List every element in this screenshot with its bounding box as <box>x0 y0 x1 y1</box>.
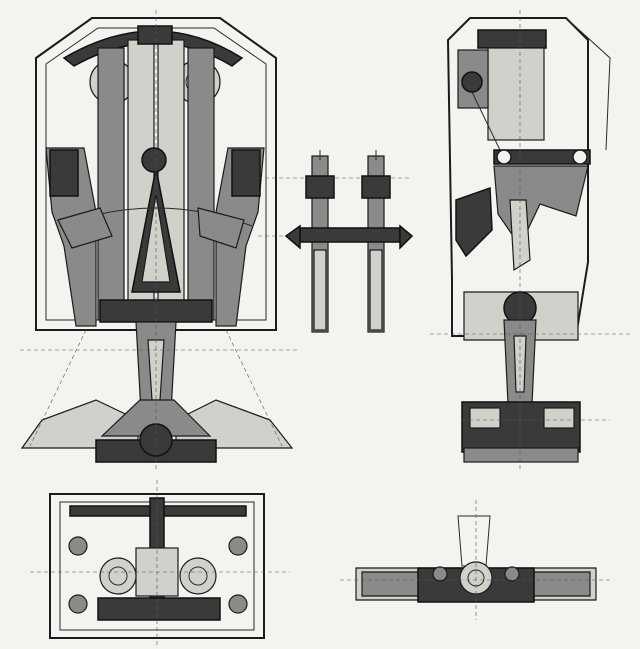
detail-left-collar <box>305 175 335 199</box>
detail-left-flange <box>284 224 301 250</box>
side-crossbar <box>493 149 591 165</box>
end-left-bolt <box>432 566 448 582</box>
plan-left-wheel-hub <box>108 566 128 586</box>
end-stem-outline <box>457 515 491 567</box>
side-foot-right-pad <box>543 407 575 429</box>
front-right-column <box>187 47 215 321</box>
side-housing-outline <box>446 17 589 337</box>
plan-right-wheel-hub <box>188 566 208 586</box>
front-top-cap <box>137 25 173 45</box>
plan-right-wheel <box>179 557 217 595</box>
detail-right-collar <box>361 175 391 199</box>
detail-right-lower-rod <box>369 249 383 331</box>
front-center-triangle-inner <box>141 193 171 283</box>
plan-right-lower-bolt <box>228 594 248 614</box>
front-right-pivot-bracket <box>197 207 245 249</box>
front-construction-line-2 <box>29 329 87 447</box>
front-left-arm-block <box>49 149 79 197</box>
plan-right-upper-bolt <box>228 536 248 556</box>
side-housing-bulge <box>455 186 493 258</box>
side-crossbar-left-bolt <box>496 149 512 165</box>
front-center-pivot <box>141 147 167 173</box>
detail-linkage-view <box>258 150 414 333</box>
side-crossbar-right-bolt <box>572 149 588 165</box>
side-stem-slot <box>513 335 527 393</box>
detail-cross-bar <box>299 227 401 243</box>
detail-right-flange <box>399 224 414 250</box>
front-housing-inner-outline <box>45 27 267 321</box>
front-construction-line-3 <box>225 329 283 447</box>
side-top-block <box>477 29 547 49</box>
front-right-arm-block <box>231 149 261 197</box>
end-view <box>340 500 610 620</box>
front-elevation-view <box>20 10 300 470</box>
side-foot-base <box>463 447 579 463</box>
front-housing-outline <box>35 17 277 331</box>
plan-left-upper-bolt <box>68 536 88 556</box>
plan-lower-bar <box>97 597 221 621</box>
front-left-pivot-bracket <box>57 207 113 249</box>
front-left-column <box>97 47 125 321</box>
side-elevation-view <box>430 10 630 470</box>
side-lever-arm <box>493 165 589 248</box>
plan-left-lower-bolt <box>68 594 88 614</box>
plan-view <box>30 480 290 645</box>
plan-left-wheel <box>99 557 137 595</box>
side-upper-cylinder <box>487 47 545 141</box>
side-housing-right-edge <box>565 17 611 151</box>
side-left-pivot <box>461 71 483 93</box>
end-right-bolt <box>504 566 520 582</box>
side-foot-left-pad <box>469 407 501 429</box>
detail-left-lower-rod <box>313 249 327 331</box>
side-diagonal-link <box>471 91 501 151</box>
